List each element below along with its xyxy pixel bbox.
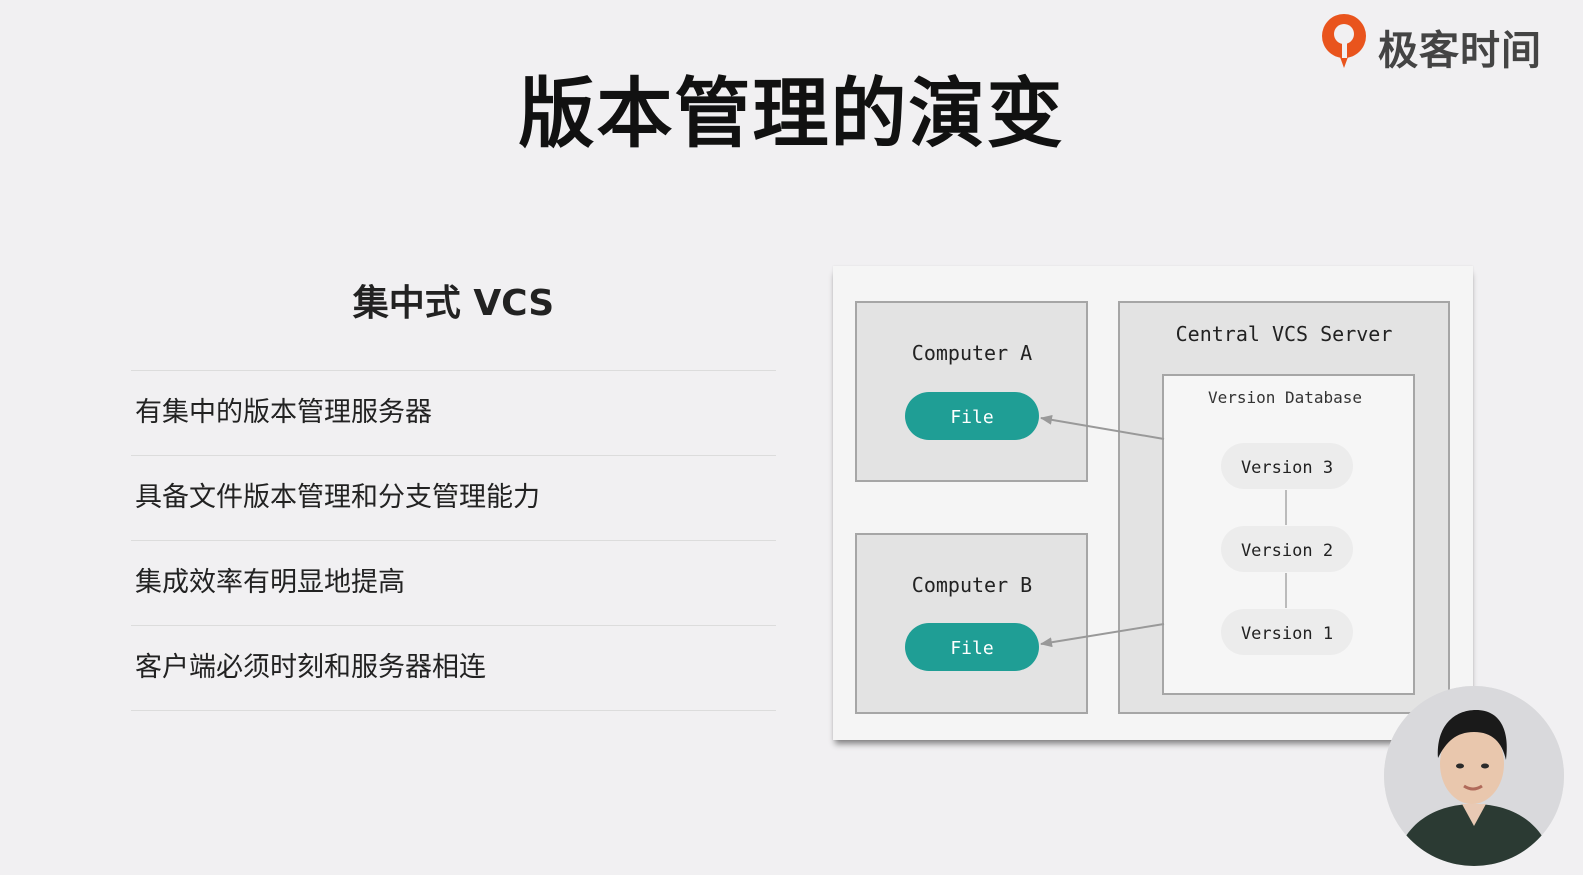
list-item: 具备文件版本管理和分支管理能力 xyxy=(131,456,776,541)
computer-b-label: Computer B xyxy=(912,573,1032,597)
list-item: 客户端必须时刻和服务器相连 xyxy=(131,626,776,711)
vcs-feature-list: 集中式 VCS 有集中的版本管理服务器 具备文件版本管理和分支管理能力 集成效率… xyxy=(131,270,776,711)
version-label: Version 3 xyxy=(1241,458,1333,478)
list-item: 有集中的版本管理服务器 xyxy=(131,371,776,456)
file-label-b: File xyxy=(950,638,993,659)
computer-a-box: Computer A File xyxy=(855,301,1088,482)
computer-a-label: Computer A xyxy=(912,341,1032,365)
list-item: 集成效率有明显地提高 xyxy=(131,541,776,626)
file-pill-a xyxy=(905,392,1039,440)
file-pill-b xyxy=(905,623,1039,671)
checkout-arrow-a xyxy=(1040,414,1165,440)
section-heading: 集中式 VCS xyxy=(131,270,776,371)
version-pill xyxy=(1221,526,1353,572)
slide-title: 版本管理的演变 xyxy=(518,69,1065,158)
geektime-logo-icon xyxy=(1322,14,1366,68)
server-label: Central VCS Server xyxy=(1176,322,1393,346)
presenter-avatar-icon xyxy=(1384,686,1564,866)
version-pill xyxy=(1221,609,1353,655)
brand-name: 极客时间 xyxy=(1378,28,1542,74)
version-label: Version 1 xyxy=(1241,624,1333,644)
version-label: Version 2 xyxy=(1241,541,1333,561)
computer-b-box: Computer B File xyxy=(855,533,1088,714)
version-pill xyxy=(1221,443,1353,489)
brand-logo: 极客时间 xyxy=(1318,10,1568,74)
checkout-arrow-b xyxy=(1040,623,1165,648)
centralized-vcs-diagram: Computer A File Computer B File Central … xyxy=(833,266,1473,740)
central-server-box: Central VCS Server Version Database Vers… xyxy=(1118,301,1450,714)
version-database-label: Version Database xyxy=(1208,388,1362,407)
file-label-a: File xyxy=(950,407,993,428)
